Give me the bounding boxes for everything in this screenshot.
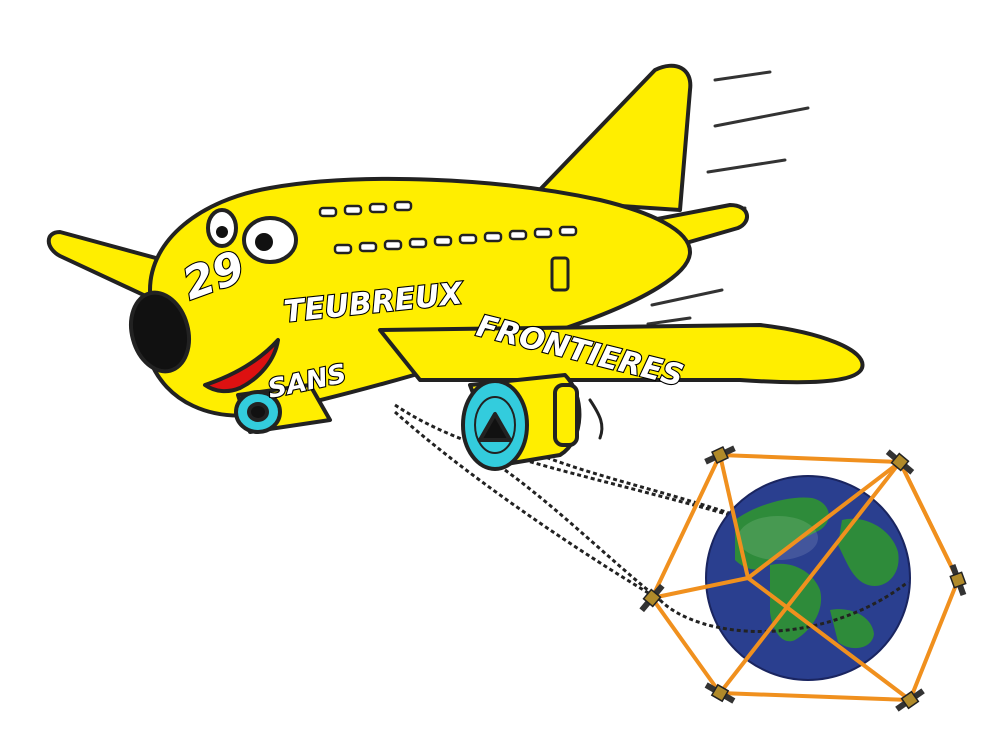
cartoon-airplane	[46, 63, 865, 471]
tail-fin	[528, 63, 693, 212]
near-engine	[461, 373, 582, 471]
windows	[318, 200, 578, 255]
mouth	[203, 338, 280, 394]
gps-satellite	[704, 682, 736, 704]
gps-satellite	[895, 688, 925, 712]
rear-door	[550, 256, 570, 292]
near-wing	[378, 323, 865, 385]
gps-satellite	[704, 445, 736, 465]
gps-satellite	[885, 449, 915, 475]
gps-satellite	[949, 563, 967, 597]
gps-satellite	[639, 583, 665, 613]
nose	[129, 290, 191, 374]
far-engine	[234, 383, 332, 434]
